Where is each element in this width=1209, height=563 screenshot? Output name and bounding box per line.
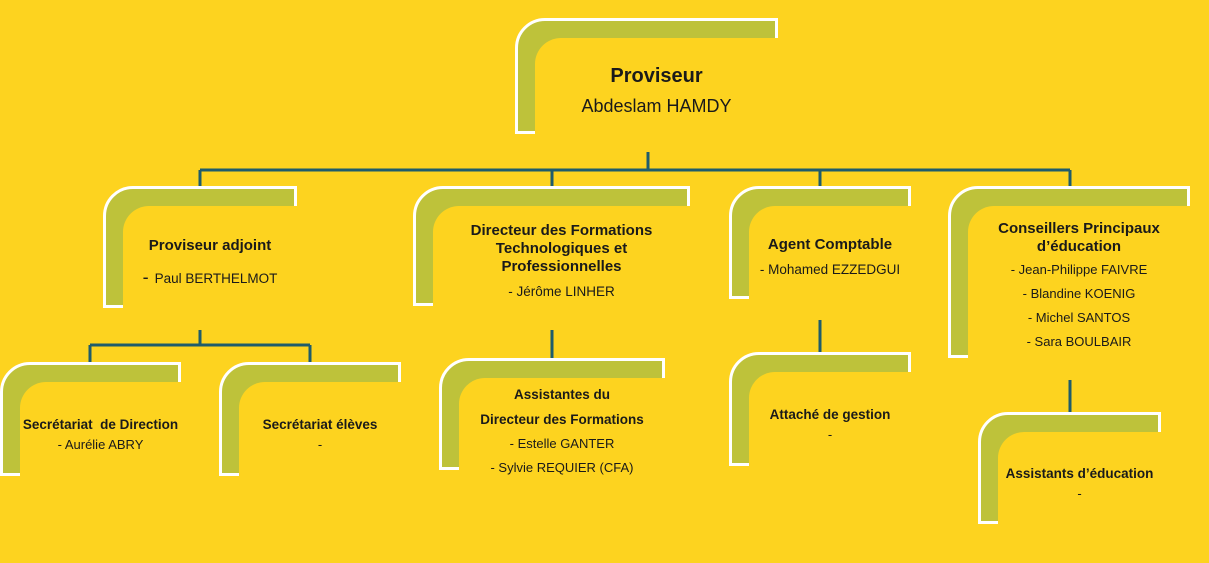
node-name: - Sylvie REQUIER (CFA) <box>490 460 634 475</box>
node-title: Agent Comptable <box>767 236 893 253</box>
node-directeur-formations: Directeur des Formations Technologiques … <box>413 186 690 320</box>
node-conseillers-principaux: Conseillers Principaux d’éducation - Jea… <box>948 186 1190 372</box>
node-proviseur-adjoint: Proviseur adjoint -Paul BERTHELMOT <box>103 186 297 322</box>
node-title: Directeur des Formations <box>480 412 644 427</box>
node-secretariat-eleves: Secrétariat élèves - <box>219 362 401 490</box>
node-name: - <box>827 426 833 442</box>
node-title: Conseillers Principaux d’éducation <box>998 220 1160 255</box>
node-assistantes-directeur: Assistantes du Directeur des Formations … <box>439 358 665 484</box>
node-name: - Estelle GANTER <box>509 436 615 451</box>
node-proviseur: Proviseur Abdeslam HAMDY <box>515 18 778 148</box>
node-agent-comptable: Agent Comptable - Mohamed EZZEDGUI <box>729 186 911 313</box>
node-secretariat-direction: Secrétariat de Direction - Aurélie ABRY <box>0 362 181 490</box>
node-name: - Aurélie ABRY <box>57 436 144 452</box>
node-title: Attaché de gestion <box>769 406 891 422</box>
node-name: - Blandine KOENIG <box>1022 286 1136 301</box>
node-title: Proviseur adjoint <box>148 237 272 254</box>
node-attache-gestion: Attaché de gestion - <box>729 352 911 480</box>
node-name: Abdeslam HAMDY <box>581 96 732 116</box>
node-title: Assistants d’éducation <box>1005 465 1154 481</box>
node-title: Directeur des Formations Technologiques … <box>470 222 653 275</box>
node-name: - Mohamed EZZEDGUI <box>759 262 901 277</box>
node-name: - <box>317 436 323 452</box>
node-title: Assistantes du <box>513 387 611 402</box>
node-title: Secrétariat de Direction <box>22 416 179 432</box>
node-name: - Sara BOULBAIR <box>1026 334 1132 349</box>
node-title: Secrétariat élèves <box>262 416 378 432</box>
node-name: - <box>1077 485 1082 501</box>
node-assistants-education: Assistants d’éducation - <box>978 412 1161 538</box>
node-name: -Paul BERTHELMOT <box>142 267 278 287</box>
node-name: - Jérôme LINHER <box>508 284 615 299</box>
node-title: Proviseur <box>610 65 703 87</box>
node-name: - Jean-Philippe FAIVRE <box>1010 262 1148 277</box>
node-name: - Michel SANTOS <box>1027 310 1131 325</box>
